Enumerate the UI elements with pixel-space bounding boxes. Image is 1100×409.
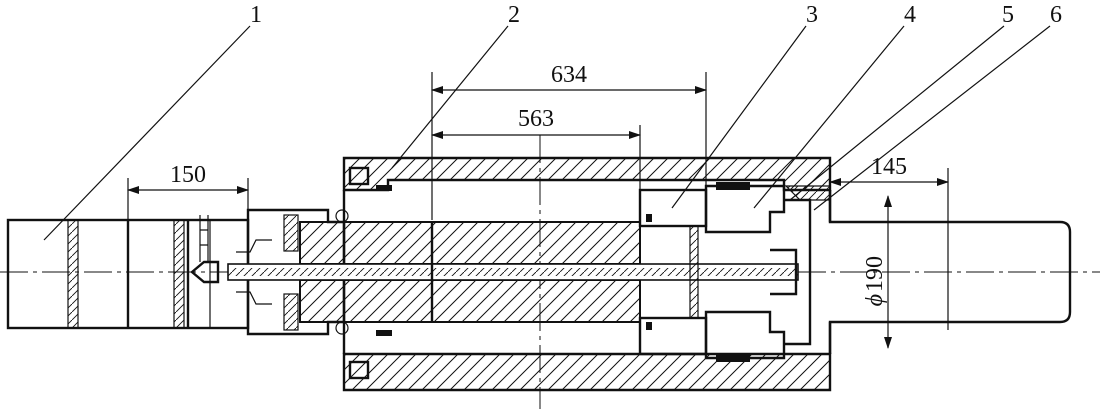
- left-plate-section: [67, 219, 79, 329]
- dim-150-label: 150: [170, 162, 206, 188]
- lower-seal: [716, 354, 750, 362]
- rod-upper-half: [299, 221, 641, 265]
- leader-4: [753, 25, 905, 209]
- dim-563-label: 563: [518, 106, 554, 132]
- cylinder-barrel: [342, 156, 832, 392]
- dim-190-group: ϕ 190: [862, 256, 888, 306]
- leader-3: [671, 25, 807, 209]
- gland-upper: [704, 184, 786, 234]
- part-number-1: 1: [250, 2, 262, 28]
- part-callouts: 1 2 3 4 5 6: [43, 2, 1062, 241]
- barrel-bottom-wall: [342, 352, 832, 392]
- piston-rod: [227, 221, 799, 323]
- upper-bolt: [283, 214, 299, 252]
- gland-lower: [704, 310, 786, 360]
- part-number-4: 4: [904, 2, 916, 28]
- leader-2: [391, 25, 509, 169]
- rod-lower-half: [299, 279, 641, 323]
- right-shaft: [828, 168, 1072, 354]
- part-number-6: 6: [1050, 2, 1062, 28]
- part-number-2: 2: [508, 2, 520, 28]
- leader-5: [789, 25, 1005, 201]
- shaft-outline: [828, 190, 1072, 354]
- part-number-5: 5: [1002, 2, 1014, 28]
- barrel-top-wall: [342, 156, 832, 192]
- diameter-symbol: ϕ: [862, 294, 888, 306]
- dim-145-label: 145: [871, 154, 907, 180]
- dim-634-label: 634: [551, 62, 587, 88]
- dim-190-label: 190: [862, 256, 888, 292]
- lower-bolt: [283, 293, 299, 331]
- upper-seal: [716, 182, 750, 190]
- leader-6: [813, 25, 1051, 211]
- right-plate-section: [173, 219, 185, 329]
- nozzle-tip: [190, 260, 220, 284]
- rear-seals: [335, 185, 392, 336]
- leader-1: [43, 25, 251, 241]
- part-number-3: 3: [806, 2, 818, 28]
- seal-head: [704, 182, 831, 362]
